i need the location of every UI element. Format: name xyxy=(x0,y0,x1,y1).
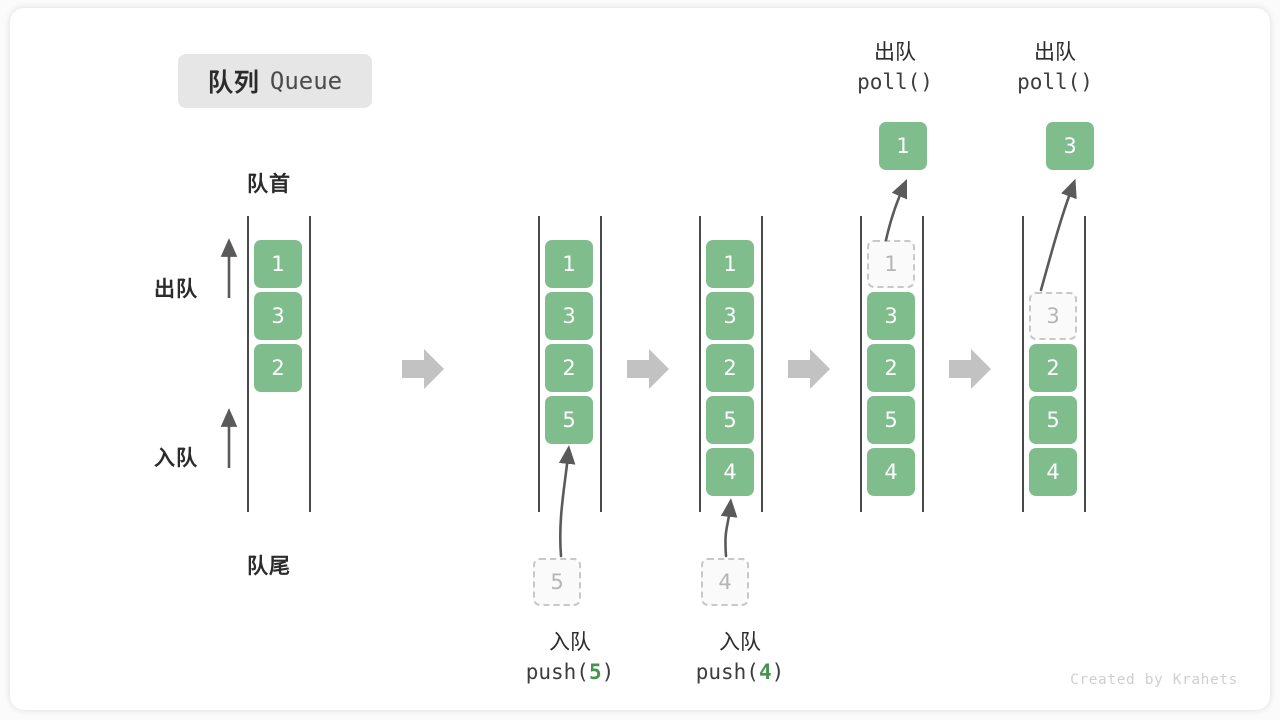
operation-fn-name: push( xyxy=(525,659,589,684)
queue-cell: 5 xyxy=(867,396,915,444)
rail-left xyxy=(1022,216,1024,512)
step-arrow-icon xyxy=(788,349,830,389)
operation-fn-close: ) xyxy=(771,659,785,684)
queue-cell: 3 xyxy=(254,292,302,340)
queue-cell: 2 xyxy=(254,344,302,392)
pending-element-ghost: 4 xyxy=(701,558,749,606)
operation-caption-poll-3: 出队 poll() xyxy=(975,38,1135,98)
rail-right xyxy=(600,216,602,512)
operation-fn-close: ) xyxy=(601,659,615,684)
poll-motion-arrow-1 xyxy=(884,178,908,242)
queue-cell: 1 xyxy=(254,240,302,288)
operation-fn-arg: 4 xyxy=(758,659,772,684)
queue-cell: 5 xyxy=(1029,396,1077,444)
queue-cell: 3 xyxy=(867,292,915,340)
diagram-title-cn: 队列 xyxy=(207,68,260,97)
queue-cell: 4 xyxy=(867,448,915,496)
operation-caption-code: poll() xyxy=(1017,69,1093,94)
operation-caption-cn: 出队 xyxy=(874,40,916,64)
queue-cell-removed-ghost: 3 xyxy=(1029,292,1077,340)
queue-cell: 2 xyxy=(867,344,915,392)
operation-caption-code: push(5) xyxy=(470,658,670,688)
diagram-card: 队列 Queue 队首 队尾 出队 入队 1 3 2 1 3 2 5 5 入队 … xyxy=(10,8,1270,710)
queue-cell: 3 xyxy=(545,292,593,340)
queue-cell-incoming: 4 xyxy=(706,448,754,496)
queue-cell: 4 xyxy=(1029,448,1077,496)
operation-fn-name: push( xyxy=(695,659,759,684)
queue-cell: 1 xyxy=(706,240,754,288)
diagram-title-badge: 队列 Queue xyxy=(178,54,372,108)
step-arrow-icon xyxy=(402,349,444,389)
queue-head-label: 队首 xyxy=(247,172,291,196)
rail-left xyxy=(699,216,701,512)
step-arrow-icon xyxy=(627,349,669,389)
operation-caption-push-5: 入队 push(5) xyxy=(470,628,670,688)
queue-cell: 3 xyxy=(706,292,754,340)
dequeue-direction-label: 出队 xyxy=(154,277,198,301)
rail-left xyxy=(538,216,540,512)
operation-caption-push-4: 入队 push(4) xyxy=(640,628,840,688)
operation-caption-cn: 出队 xyxy=(1034,40,1076,64)
queue-cell: 2 xyxy=(706,344,754,392)
operation-caption-cn: 入队 xyxy=(549,630,591,654)
pending-element-ghost: 5 xyxy=(533,558,581,606)
rail-left xyxy=(247,216,249,512)
rail-right xyxy=(309,216,311,512)
queue-cell: 1 xyxy=(545,240,593,288)
operation-caption-poll-1: 出队 poll() xyxy=(815,38,975,98)
watermark-credit: Created by Krahets xyxy=(1070,672,1238,688)
poll-motion-arrow-3 xyxy=(1039,178,1077,292)
queue-cell: 2 xyxy=(1029,344,1077,392)
polled-element: 3 xyxy=(1046,122,1094,170)
polled-element: 1 xyxy=(879,122,927,170)
rail-left xyxy=(860,216,862,512)
queue-cell: 5 xyxy=(706,396,754,444)
operation-caption-code: push(4) xyxy=(640,658,840,688)
queue-tail-label: 队尾 xyxy=(247,554,291,578)
diagram-title-en: Queue xyxy=(269,67,343,95)
queue-cell: 2 xyxy=(545,344,593,392)
operation-fn-arg: 5 xyxy=(588,659,602,684)
arrow-overlay xyxy=(220,178,1077,558)
operation-caption-code: poll() xyxy=(857,69,933,94)
rail-right xyxy=(1084,216,1086,512)
operation-caption-cn: 入队 xyxy=(719,630,761,654)
rail-right xyxy=(761,216,763,512)
enqueue-direction-label: 入队 xyxy=(154,446,198,470)
queue-cell-removed-ghost: 1 xyxy=(867,240,915,288)
step-arrow-icon xyxy=(949,349,991,389)
push-motion-arrow-4 xyxy=(720,498,738,558)
rail-right xyxy=(922,216,924,512)
queue-cell-incoming: 5 xyxy=(545,396,593,444)
push-motion-arrow-5 xyxy=(558,445,576,558)
